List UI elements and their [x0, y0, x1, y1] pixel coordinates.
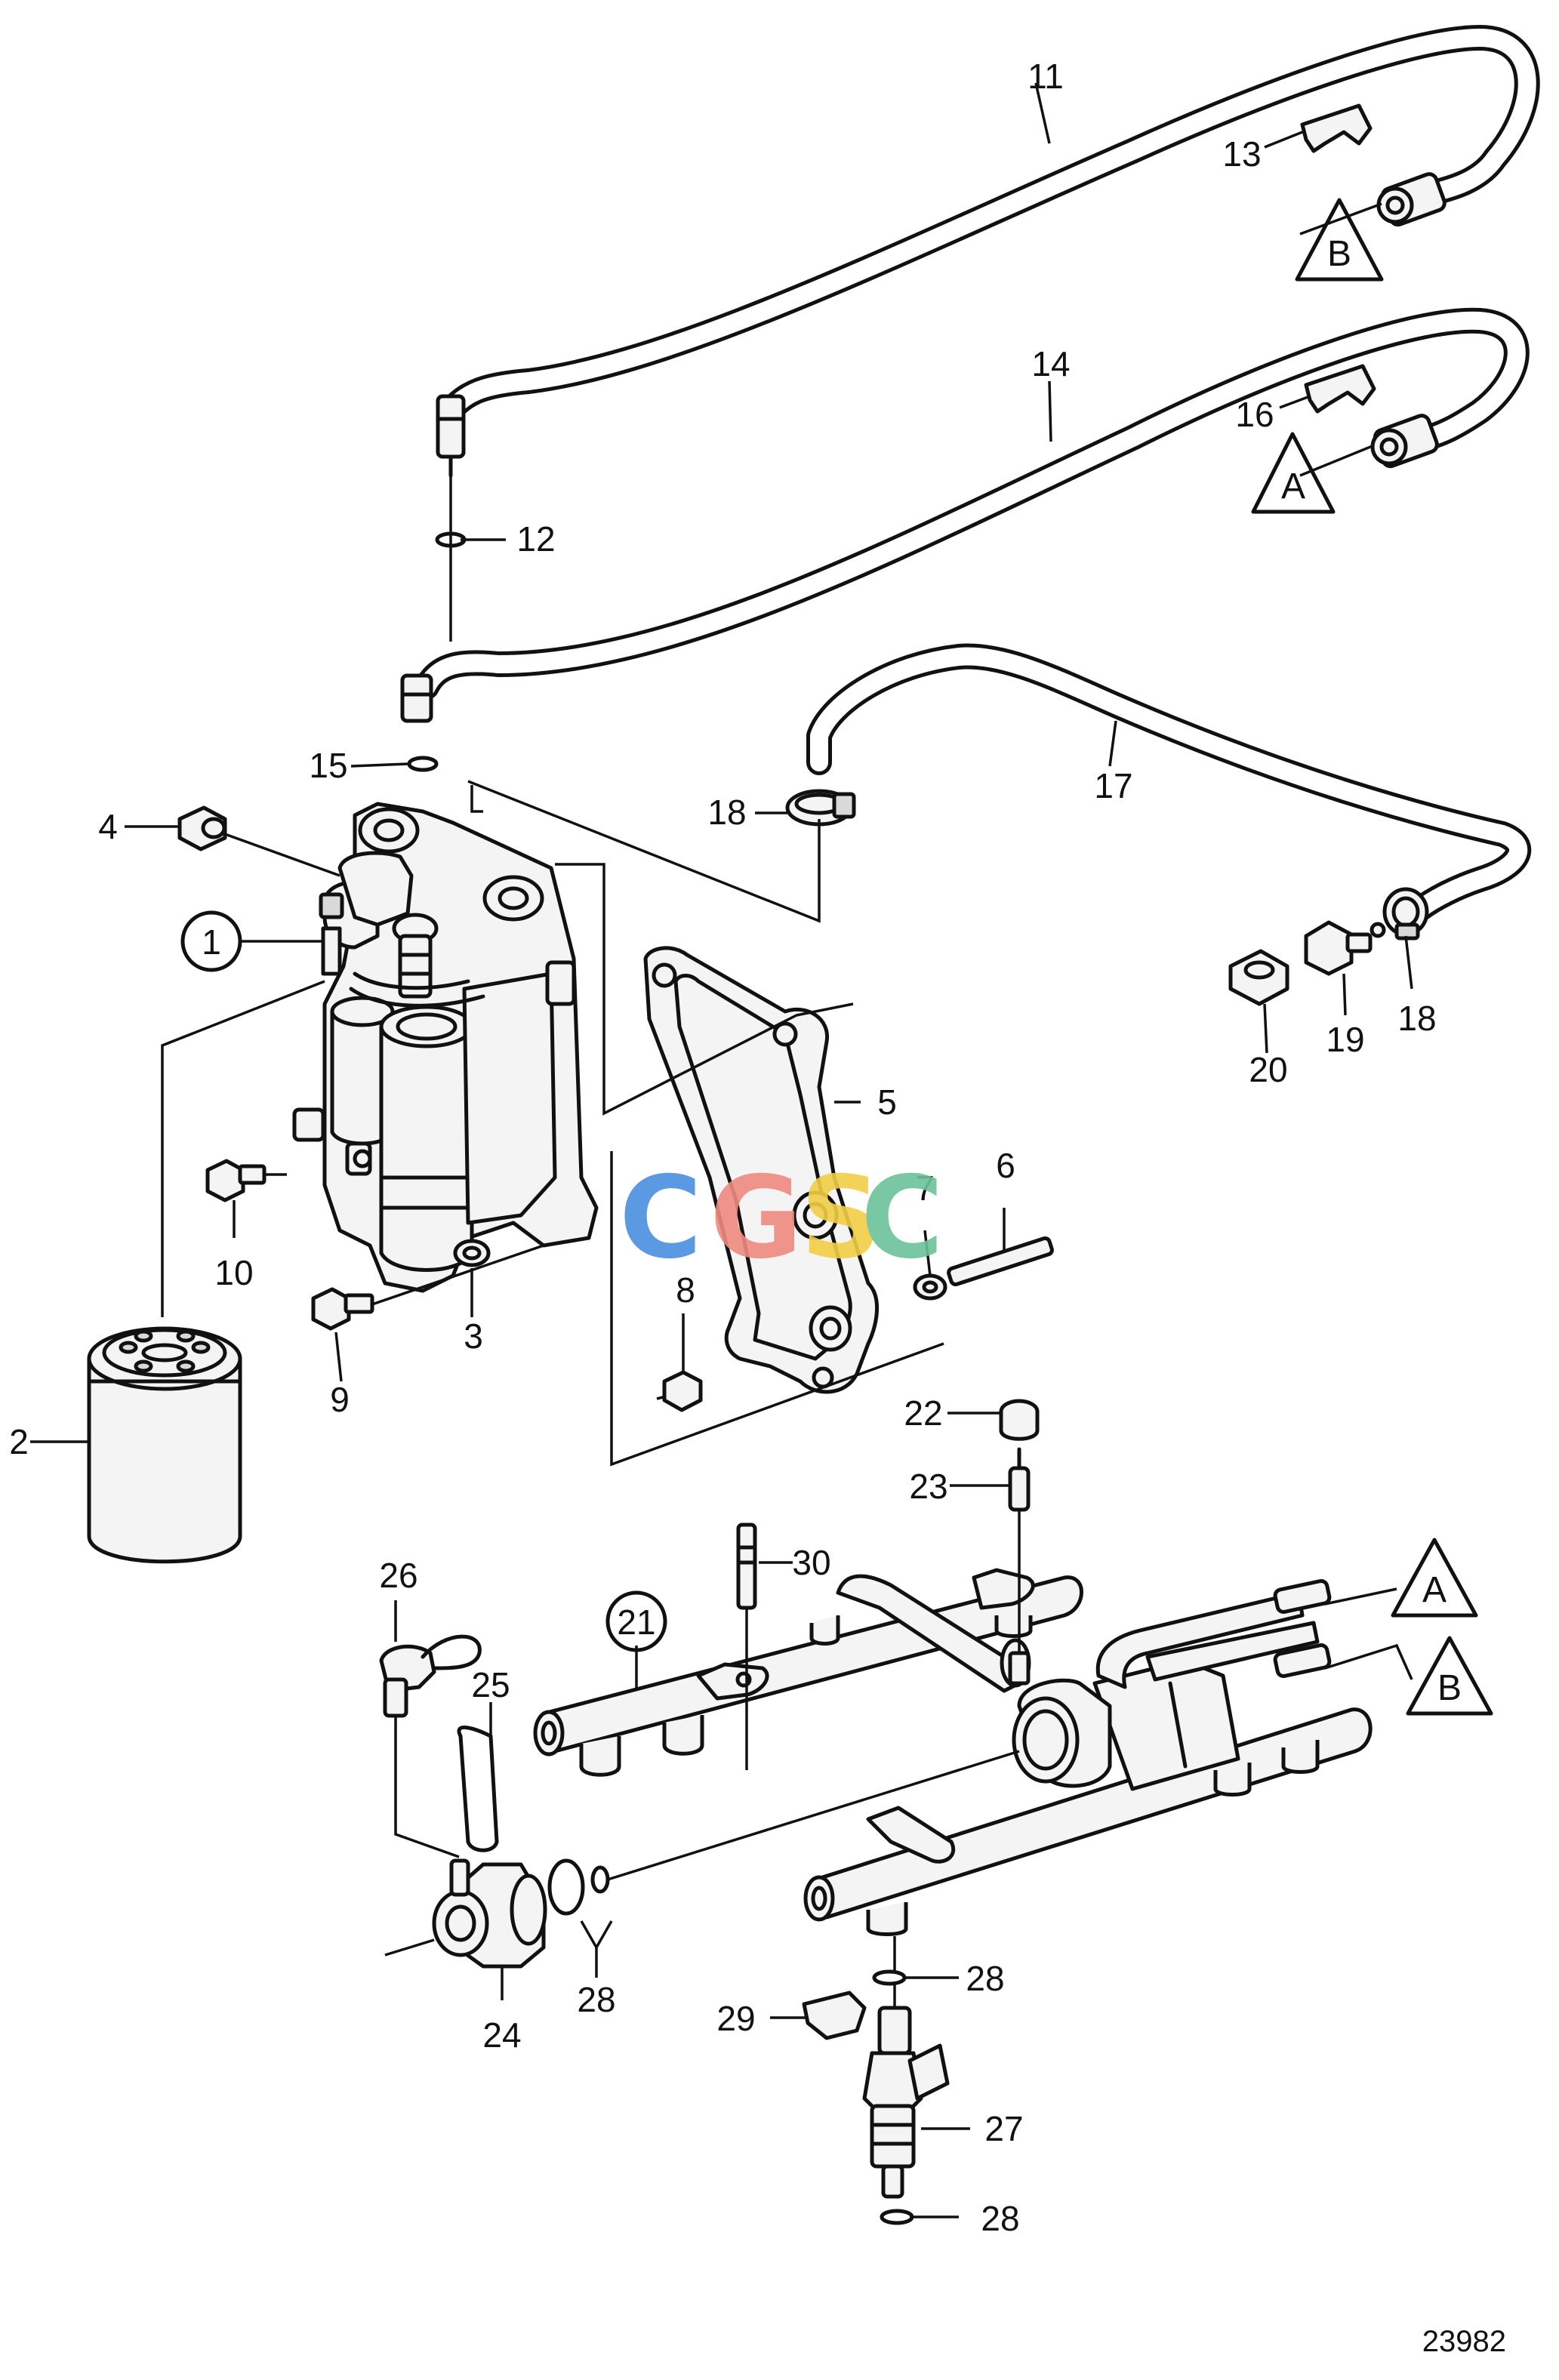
injector-clip-29 — [802, 1991, 867, 2040]
quick-connector-a — [1370, 414, 1439, 469]
callout-number: 14 — [1031, 344, 1070, 383]
connector-label: B — [1327, 234, 1351, 274]
o-ring-28-upper — [872, 1969, 907, 1986]
callout-number: 17 — [1094, 766, 1132, 805]
fuel-hose-14 — [414, 307, 1530, 700]
cgsc-watermark: C G S C — [619, 1153, 944, 1284]
watermark-letter: S — [800, 1153, 882, 1284]
fuel-rail-21 — [533, 1568, 1083, 1777]
hose-clamp-18-lower — [1382, 887, 1429, 941]
callout-number: 23 — [909, 1467, 947, 1506]
callout-number: 27 — [984, 2109, 1023, 2148]
callout-number: 18 — [707, 793, 746, 832]
washer-3 — [453, 1239, 491, 1267]
callout-number: 10 — [214, 1253, 253, 1292]
callout-circle-1 — [180, 910, 242, 972]
callout-number: 29 — [716, 1999, 755, 2038]
connector-triangle-b-rail: B — [1406, 1636, 1493, 1716]
callout-circle-21 — [605, 1590, 667, 1652]
vacuum-fitting-26 — [379, 1634, 482, 1858]
cap-22 — [999, 1399, 1040, 1441]
reference-number: 23982 — [1422, 2325, 1506, 2358]
callout-number: 18 — [1397, 999, 1436, 1038]
connector-triangle-a-rail: A — [1391, 1538, 1478, 1618]
callout-number: 22 — [904, 1393, 942, 1433]
washer-7 — [913, 1273, 947, 1301]
watermark-letter: C — [619, 1153, 702, 1284]
callout-number: 28 — [966, 1959, 1004, 1998]
cap-4 — [177, 805, 227, 851]
callout-number: 8 — [676, 1270, 695, 1310]
connector-label: A — [1281, 466, 1305, 506]
fuel-filter-2 — [87, 1326, 242, 1564]
callout-number: 20 — [1249, 1050, 1287, 1089]
callout-number: 28 — [981, 2199, 1019, 2238]
o-ring-15 — [407, 756, 439, 772]
watermark-letter: C — [861, 1153, 944, 1284]
hose-clamp-18-upper — [785, 789, 856, 827]
retaining-clip-13 — [1300, 103, 1373, 153]
callout-number: 25 — [471, 1665, 510, 1704]
callout-number: 30 — [792, 1543, 830, 1582]
callout-number: 2 — [9, 1422, 29, 1461]
injector-27 — [862, 2006, 950, 2199]
callout-number: 15 — [309, 746, 347, 785]
callout-number: 5 — [877, 1082, 897, 1122]
nut-8 — [656, 1370, 703, 1412]
fuel-pump-assembly — [292, 802, 599, 1293]
bolt-9 — [311, 1287, 374, 1331]
callout-number: 3 — [464, 1316, 483, 1356]
connector-label: A — [1422, 1570, 1447, 1610]
quick-connector-b — [1376, 172, 1447, 227]
connector-triangle-b-top: B — [1295, 198, 1384, 282]
fuel-hose-11 — [440, 25, 1540, 420]
callout-number: 12 — [516, 519, 555, 559]
retaining-clip-16 — [1304, 364, 1376, 414]
stud-30 — [736, 1523, 757, 1770]
callout-number: 6 — [996, 1146, 1015, 1185]
callout-number: 9 — [330, 1380, 350, 1419]
connector-triangle-a-top: A — [1251, 432, 1336, 514]
callout-number: 26 — [379, 1556, 417, 1595]
vacuum-hose-25 — [457, 1725, 499, 1852]
callout-number: 4 — [98, 807, 118, 846]
callout-number: 11 — [1028, 57, 1064, 96]
o-rings-28-regulator — [547, 1750, 1020, 1916]
watermark-letter: G — [710, 1153, 803, 1284]
fitting-14-pump-end — [400, 673, 433, 723]
mounting-bracket-5 — [643, 946, 880, 1394]
adapter-19 — [1304, 920, 1386, 976]
schrader-valve-23 — [1008, 1447, 1031, 1686]
callout-number: 28 — [577, 1980, 615, 2019]
callout-number: 19 — [1326, 1020, 1364, 1059]
callout-number: 16 — [1235, 395, 1274, 434]
bolt-10 — [205, 1159, 267, 1202]
callout-number: 21 — [617, 1603, 655, 1642]
pressure-regulator-24 — [384, 1858, 547, 1969]
callout-number: 1 — [202, 922, 221, 962]
adapter-20 — [1228, 949, 1289, 1006]
fuel-hose-17 — [806, 643, 1532, 922]
o-ring-28-lower — [880, 2209, 914, 2225]
callout-number: 13 — [1222, 134, 1261, 174]
fuel-rail-right — [803, 1579, 1373, 1936]
fitting-11-pump-end — [436, 394, 466, 478]
connector-label: B — [1437, 1668, 1462, 1708]
callout-number: 7 — [915, 1168, 935, 1208]
stud-6 — [947, 1236, 1054, 1287]
callout-number: 24 — [482, 2015, 521, 2055]
